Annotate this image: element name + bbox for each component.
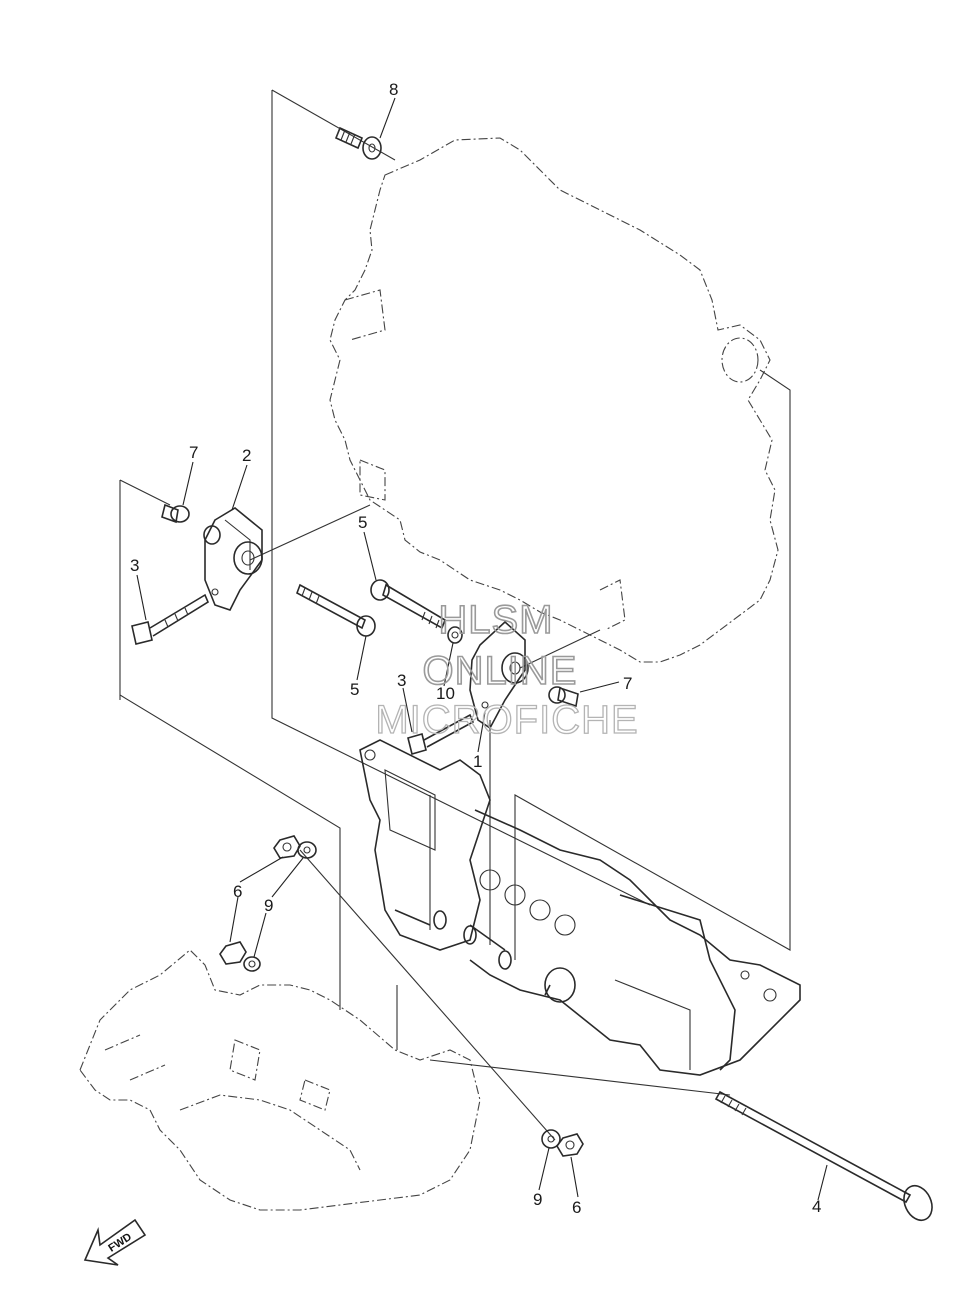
through-bolt-4 [714,1090,933,1222]
alignment-lines [119,89,791,1141]
callout-5: 5 [350,680,359,699]
callout-9: 9 [264,896,273,915]
bolt-3-left [131,593,210,645]
callout-8: 8 [389,80,398,99]
nut-6-lower [219,941,247,965]
engine-outline [329,137,779,663]
stud-7-left [161,503,190,524]
leader-lines [136,97,828,1201]
washer-9-bottom [541,1129,561,1149]
watermark: HLSM ONLINE MICROFICHE [375,597,639,742]
callout-7: 7 [189,443,198,462]
bolt-5-center [296,583,376,637]
watermark-line-3: MICROFICHE [375,698,638,742]
lower-hull-outline [79,949,481,1211]
bolt-8 [334,126,382,160]
callout-5: 5 [358,513,367,532]
callout-labels: 8 7 2 3 5 5 3 10 1 7 6 9 9 6 4 [130,80,821,1217]
callout-6: 6 [233,882,242,901]
callout-7: 7 [623,674,632,693]
washer-9-upper [297,841,317,859]
watermark-line-1: HLSM [438,598,553,642]
washer-10 [447,626,463,644]
engine-mount-2 [203,507,263,611]
watermark-line-2: ONLINE [423,649,578,693]
callout-1: 1 [473,752,482,771]
callout-3: 3 [130,556,139,575]
nut-6-bottom [556,1133,584,1157]
callout-2: 2 [242,446,251,465]
nut-6-upper [273,835,301,859]
bolt-5-upper [370,579,446,630]
callout-3: 3 [397,671,406,690]
washer-9-lower [243,956,261,972]
callout-4: 4 [812,1197,821,1216]
callout-9: 9 [533,1190,542,1209]
hull-frame [469,809,801,1076]
engine-bracket-plate [359,739,512,970]
engine-mount-1 [469,620,529,730]
callout-6: 6 [572,1198,581,1217]
stud-7-right [548,686,579,708]
callout-10: 10 [436,684,455,703]
fwd-arrow-icon: FWD [83,1218,147,1266]
bolt-3-right [407,713,475,755]
